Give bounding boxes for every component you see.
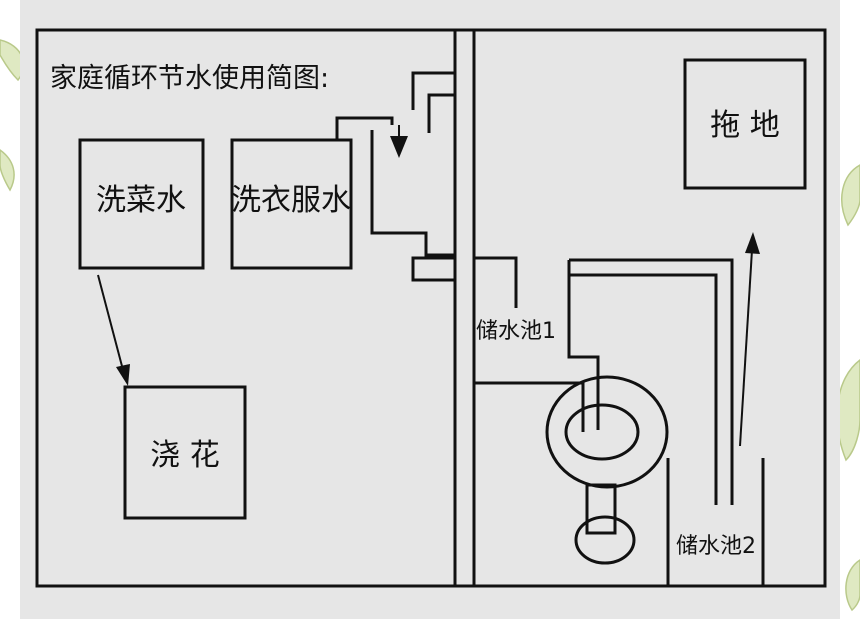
toilet — [545, 375, 669, 565]
diagram-title: 家庭循环节水使用简图: — [50, 63, 329, 94]
box-mopping-label: 拖 地 — [710, 108, 780, 143]
tank1-label: 储水池1 — [476, 319, 556, 344]
box-mopping-frame — [683, 58, 807, 190]
pipe-to-toilet-inner — [569, 273, 718, 505]
pipe-to-tank1 — [411, 256, 518, 308]
arrow-tank2-to-mopping-head — [745, 232, 760, 254]
background-leaves — [0, 39, 860, 612]
box-washing-clothes: 洗衣服水 — [230, 138, 353, 270]
wall-inlet-lower — [427, 93, 455, 133]
box-watering-flowers-frame — [123, 385, 247, 520]
arrow-into-wall — [390, 125, 408, 158]
pipe-to-tank1-upper — [411, 256, 455, 282]
arrow-vegetables-to-flowers-head — [116, 364, 130, 386]
pipe-to-toilet-drop — [567, 260, 600, 430]
box-watering-flowers: 浇 花 — [123, 385, 247, 520]
leaf-shape-right-bottom — [845, 559, 860, 612]
wall-inlet-upper — [411, 71, 455, 110]
arrow-tank2-to-mopping — [739, 232, 760, 447]
box-washing-vegetables-frame — [78, 138, 205, 270]
tank2 — [666, 458, 765, 586]
toilet-base — [574, 515, 636, 565]
toilet-bowl-inner — [564, 403, 640, 461]
arrow-tank2-to-mopping-shaft — [739, 249, 753, 447]
pipe-to-toilet-outer — [569, 258, 734, 505]
box-washing-clothes-frame — [230, 138, 353, 270]
box-watering-flowers-label: 浇 花 — [150, 438, 220, 473]
arrow-vegetables-to-flowers-shaft — [97, 274, 124, 371]
clothes-drain-pipe — [335, 71, 455, 257]
wall-pipe — [453, 30, 476, 586]
clothes-drain-inner — [370, 130, 455, 257]
outer-frame — [35, 28, 827, 588]
leaf-shape-left-top — [0, 39, 25, 82]
arrow-vegetables-to-flowers — [97, 274, 130, 386]
toilet-bowl-outer — [545, 375, 669, 489]
clothes-drain-outer — [335, 116, 394, 140]
box-mopping: 拖 地 — [683, 58, 807, 190]
leaf-shape-right-mid — [836, 359, 860, 462]
leaf-shape-left-mid — [0, 149, 15, 192]
leaf-shape-right-top — [841, 164, 860, 227]
arrow-into-wall-head — [390, 136, 408, 158]
box-washing-clothes-label: 洗衣服水 — [231, 183, 351, 218]
toilet-stem — [585, 483, 617, 535]
box-washing-vegetables: 洗菜水 — [78, 138, 205, 270]
tank2-label: 储水池2 — [676, 534, 756, 559]
box-washing-vegetables-label: 洗菜水 — [96, 183, 186, 218]
pipe-to-tank1-lower — [474, 256, 518, 308]
